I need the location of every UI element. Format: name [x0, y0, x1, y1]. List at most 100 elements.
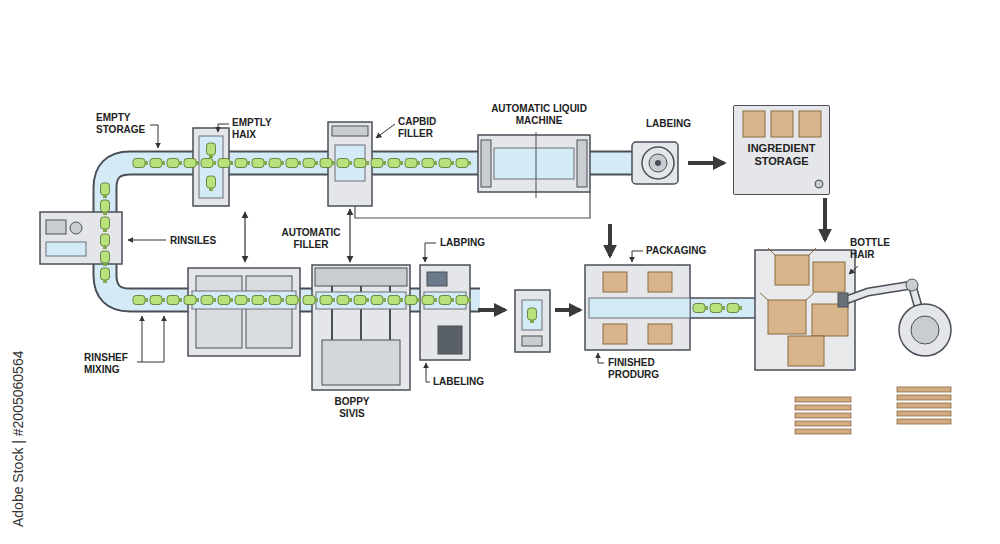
bottle: [710, 304, 725, 313]
bottle: [201, 296, 216, 305]
callout-label: EMPTY STORAGE: [96, 112, 152, 136]
bottle: [252, 159, 267, 168]
leader-line: [128, 240, 166, 241]
bottle: [184, 296, 199, 305]
washer-machine: [196, 276, 242, 348]
double-arrow: [245, 209, 350, 262]
labeling-machine: [438, 326, 462, 354]
bottle: [727, 304, 739, 313]
bottle: [417, 298, 420, 302]
bottle: [213, 161, 216, 165]
bottle: [269, 296, 281, 305]
bottle: [218, 159, 233, 168]
bottle: [196, 161, 199, 165]
bottle: [366, 161, 369, 165]
bottle: [371, 296, 386, 305]
packaging-station: [603, 272, 627, 292]
bottle: [133, 296, 145, 305]
rinser-machine: [40, 212, 122, 264]
packaging-station: [603, 324, 627, 344]
callout-label: FINISHED PRODURG: [608, 357, 672, 381]
bottle: [422, 159, 434, 168]
bottle: [434, 161, 437, 165]
bottle: [101, 200, 110, 212]
pallet: [897, 387, 951, 392]
capper-tower: [328, 122, 372, 206]
bottle: [103, 246, 107, 249]
bottle: [150, 159, 162, 168]
pallet: [897, 411, 951, 416]
bottle: [528, 308, 537, 320]
bottle: [207, 176, 216, 191]
return-bracket: [355, 192, 590, 218]
box-label: INGREDIENT STORAGE: [740, 142, 823, 168]
bottle: [315, 298, 318, 302]
bottle: [349, 298, 352, 302]
labeling-machine: [420, 265, 470, 360]
rinser-machine: [46, 242, 86, 256]
bottle: [320, 159, 332, 168]
bottle: [456, 296, 471, 305]
bottle: [337, 296, 352, 305]
bottle: [252, 296, 267, 305]
bottle: [388, 159, 400, 168]
bottle: [727, 304, 742, 313]
labeling-drum: [642, 147, 674, 179]
bottle: [167, 296, 182, 305]
bottle: [710, 304, 722, 313]
robot-arm: [899, 304, 951, 356]
bottle: [722, 306, 725, 310]
bottle: [162, 298, 165, 302]
capper-tower: [328, 122, 372, 206]
boxing-station: [775, 255, 809, 285]
bottle: [252, 296, 264, 305]
bottle: [101, 183, 110, 195]
bottle: [201, 159, 213, 168]
bottle: [337, 159, 349, 168]
washer-machine: [188, 268, 300, 356]
pallet: [897, 419, 951, 424]
crate: [771, 111, 793, 137]
bottle: [320, 296, 335, 305]
bottle: [264, 298, 267, 302]
liquid-machine: [478, 135, 590, 192]
bottle: [286, 296, 301, 305]
bottle: [354, 159, 369, 168]
bottle: [184, 159, 196, 168]
bottle: [371, 296, 383, 305]
callout-label: CAPBID FILLER: [398, 116, 446, 140]
bottle: [184, 159, 199, 168]
bottle: [371, 159, 383, 168]
bottle: [320, 159, 335, 168]
packaging-station: [648, 324, 672, 344]
rinser-machine: [70, 222, 82, 234]
boxing-station: [812, 304, 848, 336]
packaging-station: [648, 272, 672, 292]
bottle: [103, 195, 107, 198]
bottle: [298, 298, 301, 302]
filler-machine: [312, 265, 410, 390]
bottle: [162, 161, 165, 165]
bottle: [269, 159, 281, 168]
leader-line: [142, 316, 164, 362]
bottle: [281, 298, 284, 302]
bottle: [209, 155, 213, 158]
callout-label: AUTOMATIC LIQUID MACHINE: [482, 103, 596, 127]
leader-line: [849, 266, 858, 274]
callout-label: AUTOMATIC FILLER: [278, 227, 344, 251]
callout-label: BOPPY SIVIS: [324, 396, 380, 420]
pallet: [795, 413, 851, 418]
bottle: [349, 161, 352, 165]
leader-line: [425, 243, 436, 262]
boxing-station: [788, 336, 824, 366]
bottle: [103, 280, 107, 283]
bottle: [101, 251, 110, 266]
inspection-machine: [522, 336, 542, 346]
leader-line: [137, 316, 142, 362]
bottle: [103, 263, 107, 266]
bottle: [235, 296, 247, 305]
valve: [815, 180, 823, 188]
callout-label: RINSILES: [170, 235, 240, 247]
